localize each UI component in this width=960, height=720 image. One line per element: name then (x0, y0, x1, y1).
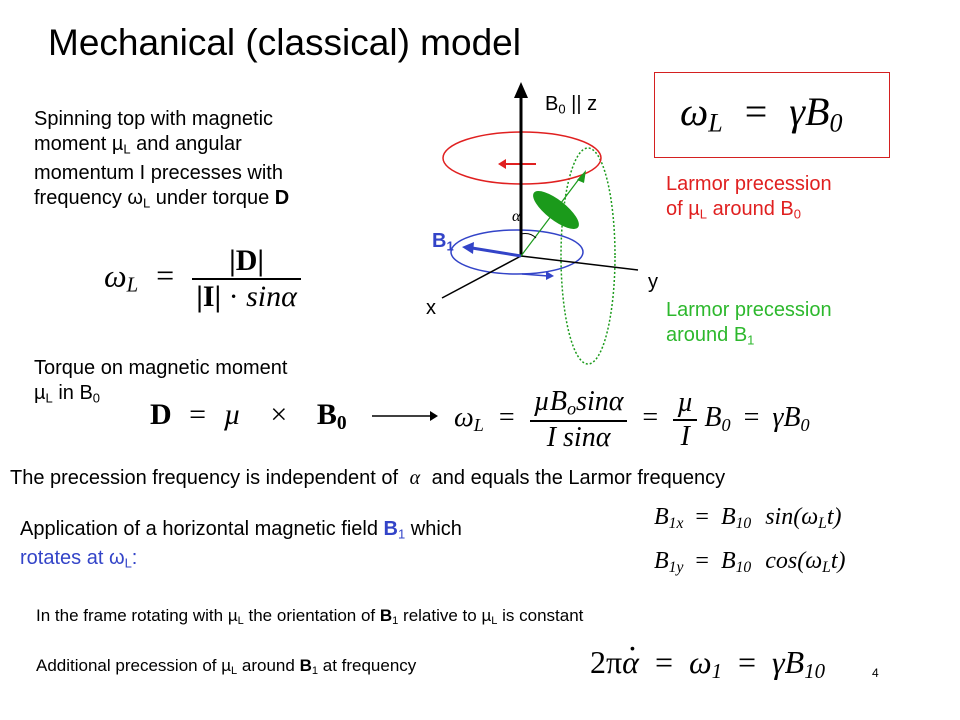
boxed-larmor-formula: ωL = γB0 (680, 89, 843, 138)
intro-line-4: frequency ωL under torque D (34, 187, 290, 211)
torque-line-2: µL in B0 (34, 382, 101, 406)
b1-rotation-ellipse (450, 229, 584, 275)
larmor-b1-label: Larmor precession around B1 (666, 299, 832, 348)
b0-axis-label: B0 || z (545, 93, 598, 117)
implies-arrow (372, 411, 438, 421)
spinning-top-disk (533, 191, 579, 229)
formula-larmor-torque: ωL = |D| |I| · sinα (104, 244, 301, 314)
intro-line-1: Spinning top with magnetic (34, 108, 274, 130)
application-text: Application of a horizontal magnetic fie… (20, 517, 462, 576)
larmor-formula-box (654, 72, 890, 158)
torque-line-1: Torque on magnetic moment (34, 357, 288, 379)
blue-rotation-arrow (521, 273, 549, 277)
precession-diagram (441, 82, 639, 365)
y-axis-label: y (648, 271, 658, 293)
x-axis (441, 255, 522, 299)
larmor-b0-label: Larmor precession of µL around B0 (666, 173, 832, 222)
alpha-label: α (512, 208, 521, 225)
formula-b1-precession: 2πα· = ω1 = γB10 (590, 630, 825, 684)
intro-text: Spinning top with magnetic moment µL and… (34, 107, 289, 216)
slide-title: Mechanical (classical) model (48, 22, 521, 63)
x-axis-label: x (426, 297, 436, 319)
b1x-equation: B1x = B10 sin(ωLt) (654, 504, 842, 532)
b1y-equation: B1y = B10 cos(ωLt) (654, 548, 846, 576)
page-number: 4 (872, 666, 879, 680)
torque-text: Torque on magnetic moment µL in B0 (34, 356, 287, 410)
b1-label: B1 (432, 230, 454, 254)
formula-torque: D = µ × B0 (150, 398, 347, 434)
application-line-2: rotates at ωL: (20, 547, 138, 571)
intro-line-3: momentum I precesses with (34, 162, 283, 185)
intro-line-2: moment µL and angular (34, 133, 242, 157)
y-axis (520, 255, 639, 271)
b1-vector (471, 246, 522, 258)
application-line-1: Application of a horizontal magnetic fie… (20, 518, 462, 542)
b1-precession-ellipse (560, 147, 616, 365)
formula-larmor-derivation: ωL = µBosinα I sinα = µ I B0 = γB0 (454, 386, 810, 453)
additional-precession-text: Additional precession of µL around B1 at… (36, 656, 417, 677)
independence-statement: The precession frequency is independent … (10, 467, 726, 489)
rotating-frame-text: In the frame rotating with µL the orient… (36, 606, 584, 627)
